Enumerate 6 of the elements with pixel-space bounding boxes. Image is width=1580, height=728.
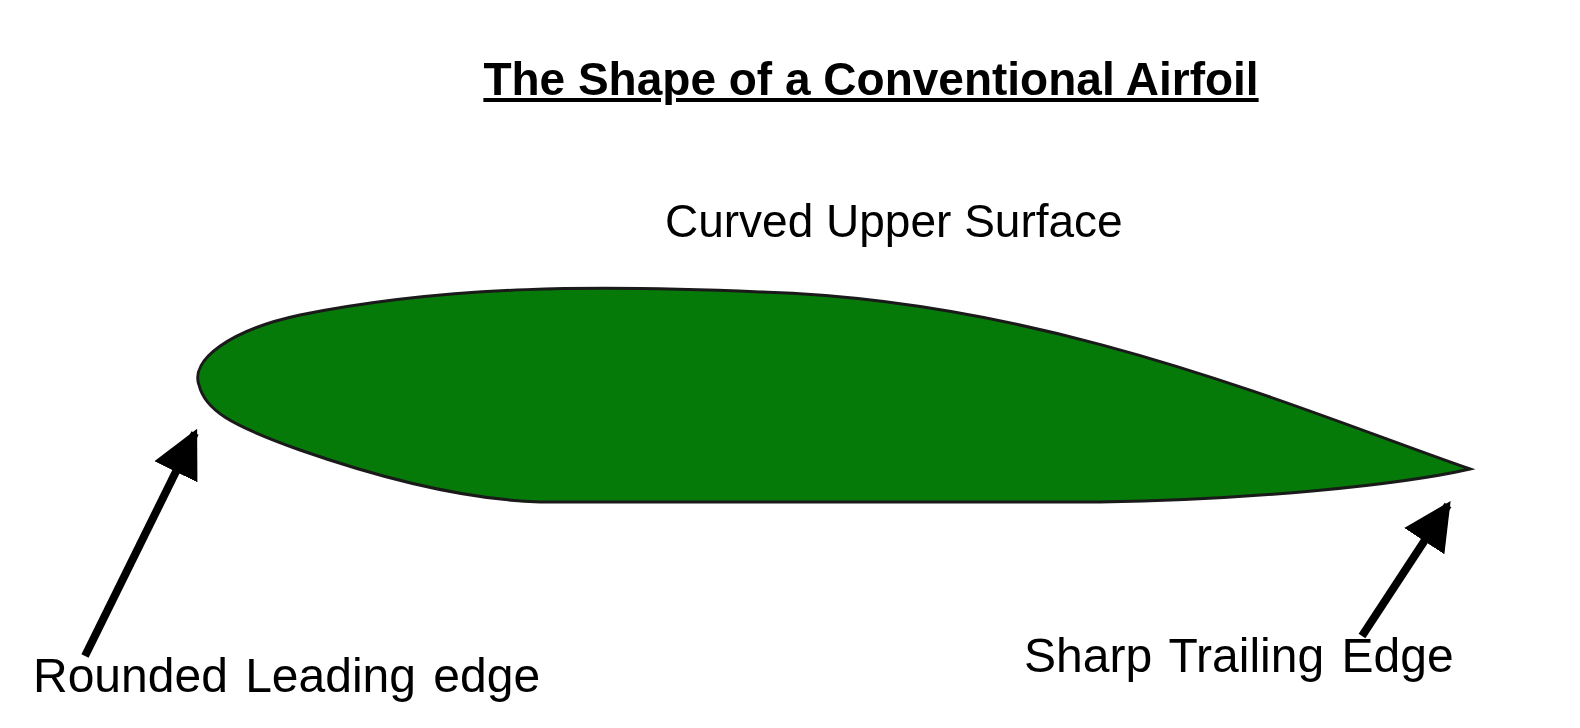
arrow	[81, 428, 199, 658]
arrow	[1358, 501, 1452, 639]
callout-text: Sharp Trailing Edge	[1024, 628, 1454, 683]
callout-text: Rounded Leading edge	[33, 648, 541, 703]
part-label: Curved Upper Surface	[665, 194, 1123, 248]
title: The Shape of a Conventional Airfoil	[482, 52, 1260, 106]
